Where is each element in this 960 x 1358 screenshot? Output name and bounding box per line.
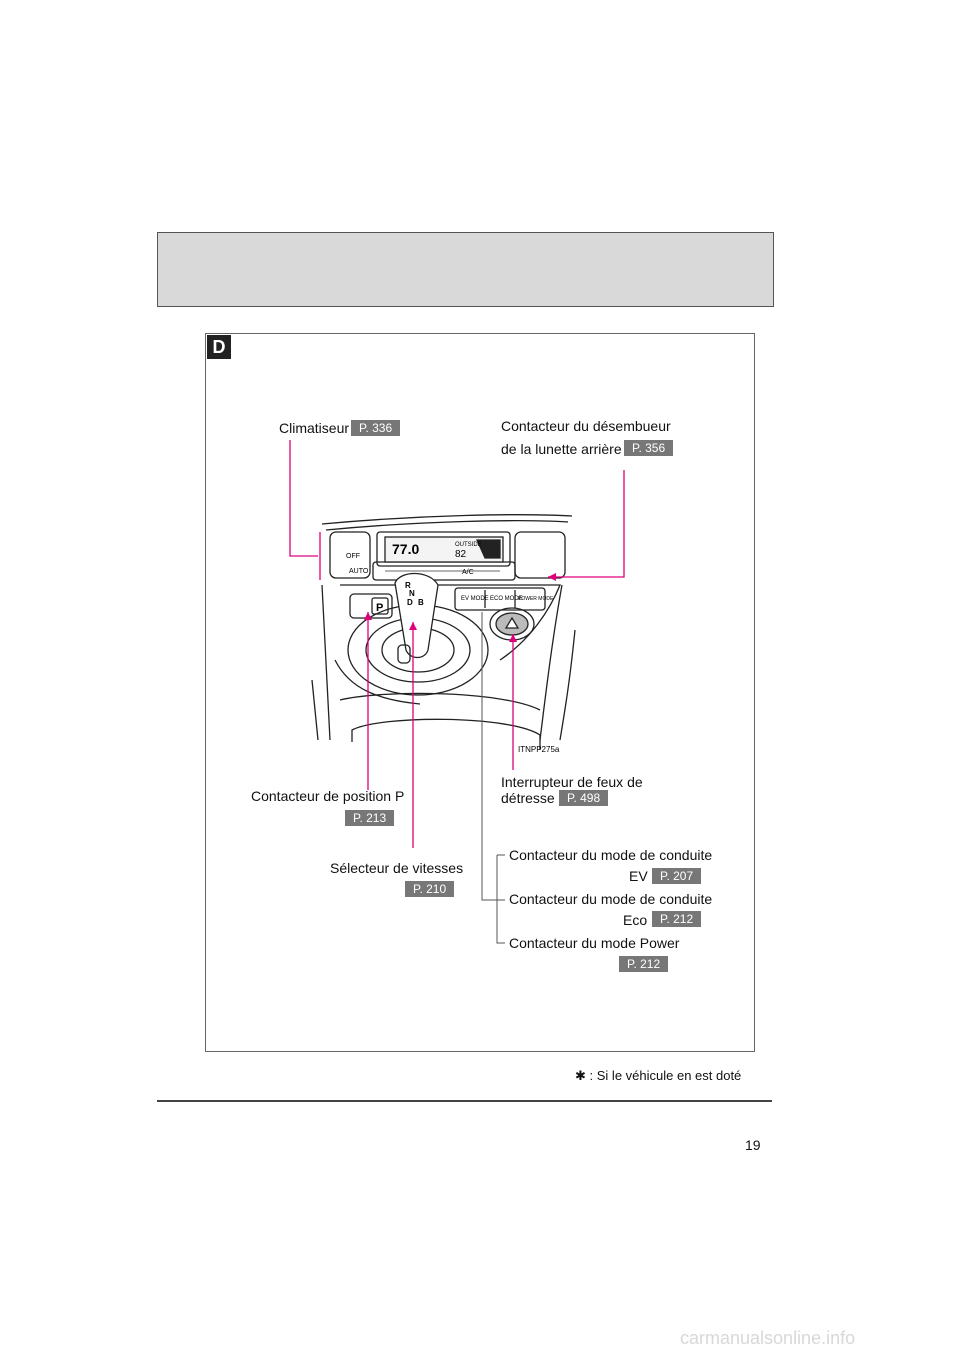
label-mode-eco-1: Contacteur du mode de conduite xyxy=(509,891,713,907)
label-feux-1: Interrupteur de feux de xyxy=(501,774,643,790)
label-desembueur-1: Contacteur du désembueur xyxy=(501,418,671,434)
btn-p-label: P xyxy=(376,602,383,614)
watermark: carmanualsonline.info xyxy=(680,1328,856,1348)
ref-desembueur[interactable]: P. 356 xyxy=(624,440,674,456)
gear-b: B xyxy=(418,598,424,607)
label-mode-ev-2: EV xyxy=(629,868,648,884)
display-outside-label: OUTSIDE xyxy=(455,542,482,548)
display-outside-temp: 82 xyxy=(455,549,467,560)
ref-mode-power[interactable]: P. 212 xyxy=(619,956,669,972)
gear-r: R xyxy=(405,581,411,590)
illustration-code: ITNPP275a xyxy=(518,745,560,754)
btn-ac-label: A/C xyxy=(462,569,474,576)
btn-eco-label: ECO MODE xyxy=(490,596,523,602)
ref-selecteur[interactable]: P. 210 xyxy=(405,881,455,897)
footer-rule xyxy=(157,1100,772,1102)
ref-mode-eco[interactable]: P. 212 xyxy=(652,911,702,927)
footnote: ✱ : Si le véhicule en est doté xyxy=(575,1068,741,1084)
label-selecteur: Sélecteur de vitesses xyxy=(330,860,464,876)
label-desembueur-2: de la lunette arrière xyxy=(501,441,622,457)
header-band xyxy=(157,232,774,307)
label-mode-power: Contacteur du mode Power xyxy=(509,935,680,951)
gear-d: D xyxy=(407,598,413,607)
footnote-text: : Si le véhicule en est doté xyxy=(589,1068,742,1083)
label-mode-ev-1: Contacteur du mode de conduite xyxy=(509,847,713,863)
asterisk-icon: ✱ xyxy=(575,1068,586,1083)
ref-feux[interactable]: P. 498 xyxy=(559,790,609,806)
display-temp: 77.0 xyxy=(392,541,419,557)
ref-position-p[interactable]: P. 213 xyxy=(345,810,395,826)
label-climatiseur: Climatiseur xyxy=(279,420,350,436)
ref-mode-ev[interactable]: P. 207 xyxy=(652,868,702,884)
btn-power-label: POWER MODE xyxy=(518,596,554,602)
label-feux-2: détresse xyxy=(501,790,555,806)
section-badge: D xyxy=(207,335,231,359)
gear-n: N xyxy=(409,589,415,598)
label-mode-eco-2: Eco xyxy=(623,912,648,928)
btn-auto-label: AUTO xyxy=(349,568,369,575)
btn-ev-label: EV MODE xyxy=(461,596,489,602)
page-number: 19 xyxy=(745,1137,761,1153)
btn-off-label: OFF xyxy=(346,553,360,560)
label-position-p: Contacteur de position P xyxy=(251,788,405,804)
ref-climatiseur[interactable]: P. 336 xyxy=(351,420,401,436)
